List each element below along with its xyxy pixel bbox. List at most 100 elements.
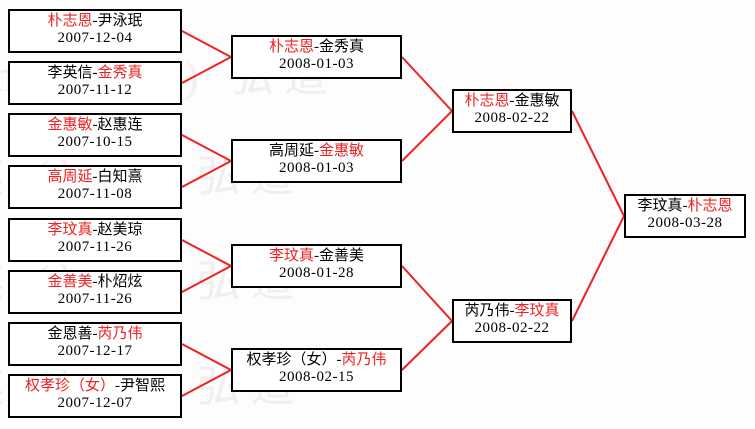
match-date: 2007-11-26 [57,238,133,255]
match-date: 2007-12-04 [57,29,133,46]
match-date: 2008-02-22 [474,109,550,126]
player-loser: 朴炤炫 [97,274,143,290]
player-winner: 芮乃伟 [341,352,387,368]
bracket-connector-line [181,30,232,58]
match-players: 金善美-朴炤炫 [10,274,180,291]
bracket-connector-line [401,56,453,112]
player-winner: 芮乃伟 [97,326,143,342]
player-loser: 李玟真 [637,198,683,214]
player-separator: - [115,378,120,394]
bracket-connector-line [401,110,453,162]
bracket-connector-line [401,265,453,322]
bracket-connector-line [571,110,625,217]
player-separator: - [314,143,319,159]
match-players: 金惠敏-赵惠连 [10,117,180,134]
match-players: 权孝珍（女）-尹智熙 [10,378,180,395]
player-winner: 朴志恩 [464,93,510,109]
player-separator: - [92,65,98,81]
player-loser: 金善美 [319,248,365,264]
player-winner: 金善美 [47,274,93,290]
player-loser: 金秀真 [319,39,365,55]
player-winner: 朴志恩 [687,198,733,214]
bracket-connector-line [181,134,232,162]
player-winner: 高周延 [47,169,93,185]
player-loser: 尹智熙 [120,378,166,394]
match-date: 2007-12-17 [57,342,133,359]
player-separator: - [92,274,98,290]
match-players: 李玟真-金善美 [233,248,400,265]
player-separator: - [336,352,342,368]
player-winner: 李玟真 [268,248,314,264]
match-players: 芮乃伟-李玟真 [454,303,570,320]
player-winner: 朴志恩 [47,13,93,29]
match-players: 李英信-金秀真 [10,65,180,82]
match-players: 李玟真-赵美琼 [10,222,180,239]
player-winner: 金秀真 [97,65,143,81]
bracket-connector-line [181,56,232,84]
player-loser: 李英信 [47,65,93,81]
player-separator: - [92,13,98,29]
player-separator: - [92,326,98,342]
player-separator: - [92,222,98,238]
player-loser: 金恩善 [47,326,93,342]
match-date: 2008-01-03 [279,55,354,72]
match-date: 2008-01-28 [279,264,354,281]
player-separator: - [509,93,515,109]
match-date: 2007-12-07 [57,394,133,411]
bracket-connector-line [181,369,232,397]
player-separator: - [92,117,98,133]
match-date: 2008-02-15 [279,368,354,385]
match-date: 2007-11-26 [57,290,133,307]
player-separator: - [314,248,319,264]
match-players: 朴志恩-金惠敏 [454,93,570,110]
match-date: 2007-10-15 [57,133,133,150]
player-loser: 赵惠连 [97,117,143,133]
player-winner: 朴志恩 [268,39,314,55]
player-loser: 白知熹 [97,169,143,185]
match-date: 2007-11-08 [57,185,133,202]
bracket-connector-line [181,239,232,267]
player-separator: - [314,39,319,55]
player-loser: 赵美琼 [97,222,143,238]
match-players: 朴志恩-金秀真 [233,39,400,56]
bracket-connector-line [181,160,232,188]
player-winner: 权孝珍（女） [24,378,115,394]
bracket-connector-line [181,343,232,371]
match-players: 金恩善-芮乃伟 [10,326,180,343]
player-loser: 尹泳珉 [97,13,143,29]
player-loser: 金惠敏 [514,93,560,109]
player-separator: - [682,198,688,214]
match-date: 2007-11-12 [57,81,133,98]
match-players: 朴志恩-尹泳珉 [10,13,180,30]
player-separator: - [509,303,515,319]
player-loser: 权孝珍（女） [246,352,337,368]
match-players: 高周延-金惠敏 [233,143,400,160]
player-winner: 李玟真 [47,222,93,238]
player-winner: 李玟真 [514,303,560,319]
bracket-connector-line [401,320,453,371]
player-loser: 芮乃伟 [464,303,510,319]
match-date: 2008-01-03 [279,159,354,176]
match-date: 2008-03-28 [647,214,723,231]
match-players: 高周延-白知熹 [10,169,180,186]
player-winner: 金惠敏 [47,117,93,133]
player-winner: 金惠敏 [319,143,365,159]
player-separator: - [92,169,98,185]
match-date: 2008-02-22 [474,319,550,336]
